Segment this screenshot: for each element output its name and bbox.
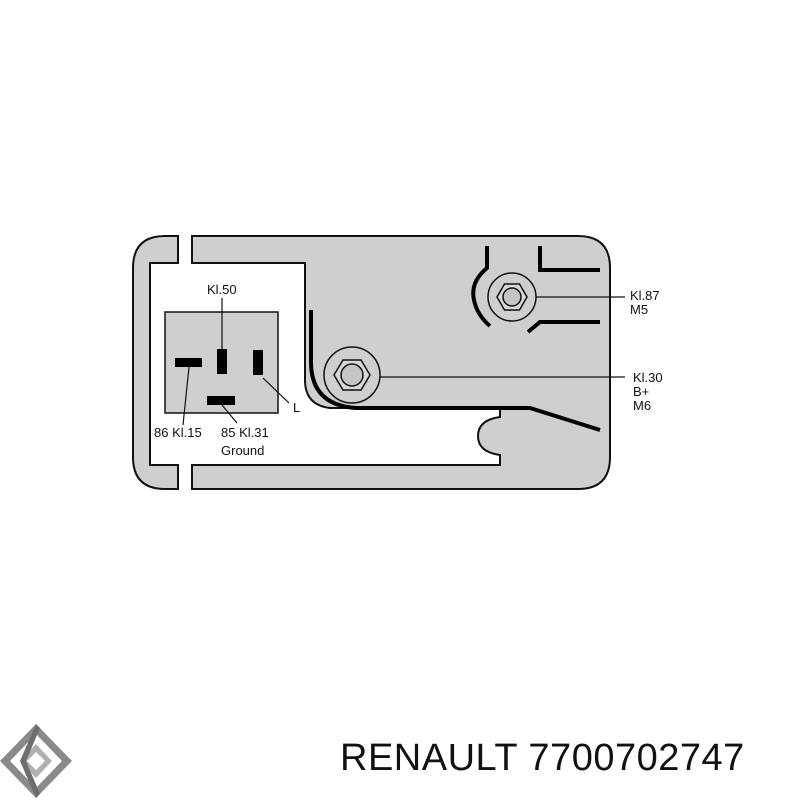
label-m6-line3: M6: [633, 398, 651, 413]
label-85: 85 Kl.31: [221, 425, 269, 440]
conductor-upper-arc: [471, 246, 492, 328]
relay-body: [132, 235, 179, 490]
label-86: 86 Kl.15: [154, 425, 202, 440]
leader-86: [182, 366, 190, 426]
brand-part-caption: RENAULT 7700702747: [340, 737, 745, 780]
conductor-lower-right: [526, 320, 600, 334]
pin-86: [175, 358, 202, 367]
pin-85: [207, 396, 235, 405]
label-m6-line2: B+: [633, 384, 649, 399]
leader-l: [262, 377, 290, 404]
pin-l: [253, 350, 263, 375]
conductor-upper-right: [538, 246, 600, 272]
renault-logo: [0, 724, 72, 798]
part-number: 7700702747: [528, 737, 745, 779]
brand-name: RENAULT: [340, 737, 518, 779]
nut-m6: [323, 346, 381, 404]
nut-m5: [487, 272, 537, 322]
label-m5-line1: Kl.87: [630, 288, 660, 303]
leader-85: [221, 404, 238, 424]
label-kl50: Kl.50: [207, 282, 237, 297]
label-m6-line1: Kl.30: [633, 370, 663, 385]
pin-kl50: [217, 349, 227, 374]
label-ground: Ground: [221, 443, 264, 458]
label-m5-line2: M5: [630, 302, 648, 317]
conductor-main: [309, 310, 601, 432]
label-l: L: [293, 400, 300, 415]
